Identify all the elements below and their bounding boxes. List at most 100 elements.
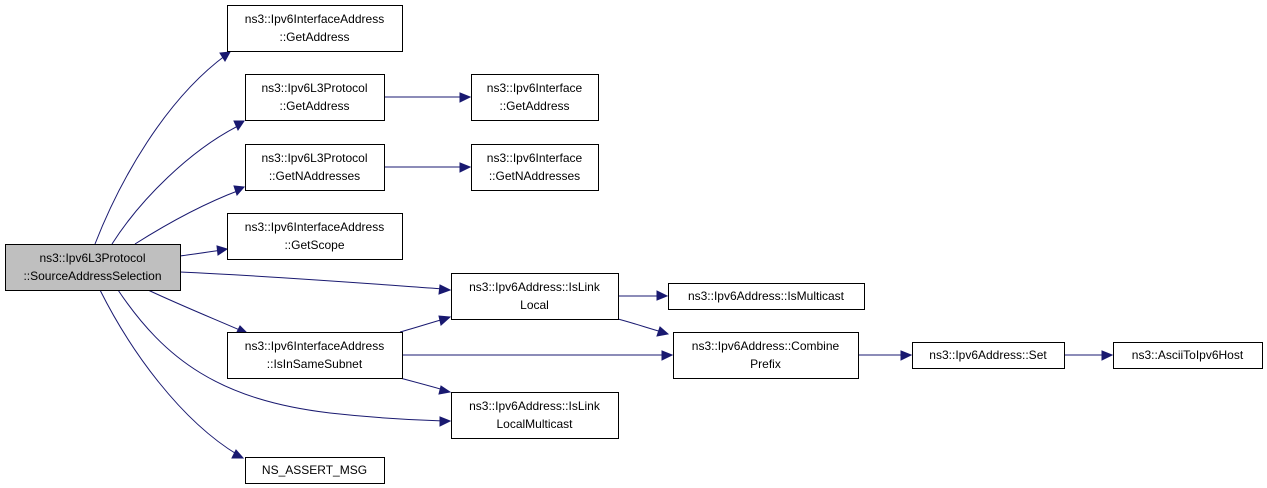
edge-ifaddr-isinsamesubnet-to-addr-islinklocalmulticast: [399, 377, 452, 395]
node-box[interactable]: [227, 213, 403, 260]
edge-root-to-ifaddr-getaddress: [94, 51, 231, 245]
node-label-line: ::IsInSameSubnet: [267, 357, 363, 371]
node-label-line: ns3::Ipv6InterfaceAddress: [245, 12, 384, 26]
call-graph-nodes: ns3::Ipv6L3Protocol::SourceAddressSelect…: [5, 5, 1263, 484]
node-ifaddr-isinsamesubnet[interactable]: ns3::Ipv6InterfaceAddress::IsInSameSubne…: [227, 332, 403, 379]
node-label-line: ns3::Ipv6L3Protocol: [261, 81, 367, 95]
node-label-line: ns3::Ipv6L3Protocol: [261, 151, 367, 165]
edge-root-to-addr-islinklocal: [179, 271, 452, 295]
edge-ifaddr-isinsamesubnet-to-addr-islinklocal: [399, 315, 452, 333]
edge-ifaddr-isinsamesubnet-to-addr-combineprefix: [402, 350, 674, 361]
node-box[interactable]: [673, 332, 859, 379]
node-label-line: ::GetAddress: [499, 99, 569, 113]
node-box[interactable]: [912, 342, 1065, 369]
edge-l3-getnaddresses-to-iface-getnaddresses: [384, 162, 472, 173]
edge-line: [617, 318, 663, 333]
edge-root-to-ifaddr-isinsamesubnet: [147, 289, 249, 335]
edge-arrowhead: [233, 120, 245, 132]
edge-arrowhead: [231, 449, 245, 459]
edge-line: [147, 289, 243, 332]
node-box[interactable]: [227, 332, 403, 379]
edge-root-to-ns-assert-msg: [99, 289, 245, 459]
edge-line: [111, 124, 241, 245]
node-label-line: ::GetAddress: [279, 99, 349, 113]
node-label-line: ns3::Ipv6InterfaceAddress: [245, 339, 384, 353]
node-box[interactable]: [471, 74, 599, 121]
edge-arrowhead: [656, 326, 670, 337]
node-box[interactable]: [451, 392, 619, 439]
node-label-line: ::GetAddress: [279, 30, 349, 44]
node-label-line: ns3::Ipv6Address::IsLink: [469, 399, 601, 413]
node-ifaddr-getscope[interactable]: ns3::Ipv6InterfaceAddress::GetScope: [227, 213, 403, 260]
edge-line: [117, 289, 445, 422]
node-label-line: ::GetScope: [284, 238, 344, 252]
edge-line: [179, 249, 223, 257]
node-label-line: ::GetNAddresses: [269, 169, 360, 183]
edge-arrowhead: [233, 185, 246, 196]
edge-addr-set-to-ascii-to-ipv6host: [1064, 350, 1114, 361]
edge-arrowhead: [1101, 350, 1114, 361]
edge-line: [94, 54, 227, 245]
call-graph-edges: [94, 51, 1114, 459]
node-label-line: ns3::Ipv6Address::IsMulticast: [688, 289, 845, 303]
node-box[interactable]: [471, 144, 599, 191]
node-box[interactable]: [245, 144, 385, 191]
edge-line: [134, 189, 241, 245]
node-addr-ismulticast[interactable]: ns3::Ipv6Address::IsMulticast: [668, 283, 865, 310]
edge-arrowhead: [438, 385, 452, 395]
node-label-line: ::SourceAddressSelection: [23, 269, 161, 283]
edge-arrowhead: [216, 245, 229, 256]
edge-arrowhead: [219, 51, 231, 62]
node-label-line: ns3::Ipv6Address::IsLink: [469, 280, 601, 294]
node-box[interactable]: [5, 244, 181, 291]
edge-arrowhead: [459, 92, 472, 103]
edge-addr-combineprefix-to-addr-set: [858, 350, 913, 361]
edge-root-to-l3-getaddress: [111, 120, 245, 245]
node-l3-getnaddresses[interactable]: ns3::Ipv6L3Protocol::GetNAddresses: [245, 144, 385, 191]
node-label-line: NS_ASSERT_MSG: [262, 463, 367, 477]
node-box[interactable]: [245, 457, 385, 484]
node-label-line: ns3::AsciiToIpv6Host: [1132, 348, 1244, 362]
edge-arrowhead: [438, 315, 452, 326]
edge-addr-islinklocal-to-addr-ismulticast: [618, 290, 669, 301]
edge-root-to-l3-getnaddresses: [134, 185, 246, 245]
node-box[interactable]: [1113, 342, 1263, 369]
node-label-line: ns3::Ipv6L3Protocol: [39, 251, 145, 265]
edge-arrowhead: [439, 416, 452, 427]
edge-addr-islinklocal-to-addr-combineprefix: [617, 318, 670, 337]
edge-root-to-addr-islinklocalmulticast: [117, 289, 452, 427]
edge-line: [399, 318, 445, 333]
edge-line: [99, 289, 239, 456]
node-label-line: ns3::Ipv6Interface: [487, 81, 583, 95]
node-label-line: ::GetNAddresses: [489, 169, 580, 183]
node-ifaddr-getaddress[interactable]: ns3::Ipv6InterfaceAddress::GetAddress: [227, 5, 403, 52]
edge-arrowhead: [661, 350, 674, 361]
node-ns-assert-msg[interactable]: NS_ASSERT_MSG: [245, 457, 385, 484]
node-label-line: Prefix: [750, 357, 781, 371]
node-addr-set[interactable]: ns3::Ipv6Address::Set: [912, 342, 1065, 369]
node-label-line: ns3::Ipv6InterfaceAddress: [245, 220, 384, 234]
node-ascii-to-ipv6host[interactable]: ns3::AsciiToIpv6Host: [1113, 342, 1263, 369]
edge-line: [179, 271, 445, 290]
node-box[interactable]: [245, 74, 385, 121]
node-label-line: Local: [520, 298, 549, 312]
node-box[interactable]: [668, 283, 865, 310]
edge-line: [399, 377, 445, 391]
edge-l3-getaddress-to-iface-getaddress: [383, 92, 472, 103]
node-label-line: ns3::Ipv6Interface: [487, 151, 583, 165]
node-iface-getaddress[interactable]: ns3::Ipv6Interface::GetAddress: [471, 74, 599, 121]
node-l3-getaddress[interactable]: ns3::Ipv6L3Protocol::GetAddress: [245, 74, 385, 121]
node-label-line: ns3::Ipv6Address::Set: [929, 348, 1047, 362]
node-box[interactable]: [227, 5, 403, 52]
node-iface-getnaddresses[interactable]: ns3::Ipv6Interface::GetNAddresses: [471, 144, 599, 191]
edge-arrowhead: [656, 290, 669, 301]
edge-root-to-ifaddr-getscope: [179, 245, 229, 257]
node-box[interactable]: [451, 273, 619, 320]
node-root[interactable]: ns3::Ipv6L3Protocol::SourceAddressSelect…: [5, 244, 181, 291]
edge-arrowhead: [900, 350, 913, 361]
edge-arrowhead: [459, 162, 472, 173]
